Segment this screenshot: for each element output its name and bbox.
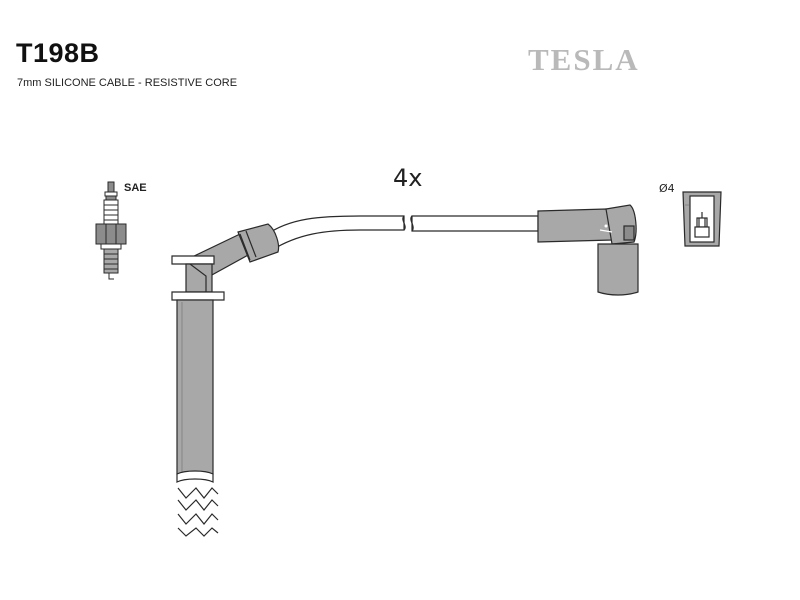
spark-plug-standard-label: SAE [124,182,147,194]
coil-boot [537,204,639,296]
part-number: T198B [16,38,100,68]
terminal-diameter-label: Ø4 [659,182,675,195]
quantity-label: 4x [393,164,423,192]
spark-plug-icon [95,181,127,280]
spark-plug-boot [171,223,280,483]
cable-description: 7mm SILICONE CABLE - RESISTIVE CORE [17,77,238,89]
brand-logo: TESLA [528,42,640,77]
terminal-cross-section-icon [682,191,722,247]
cable-lead [265,215,539,251]
spring-terminal-icon [177,487,219,537]
